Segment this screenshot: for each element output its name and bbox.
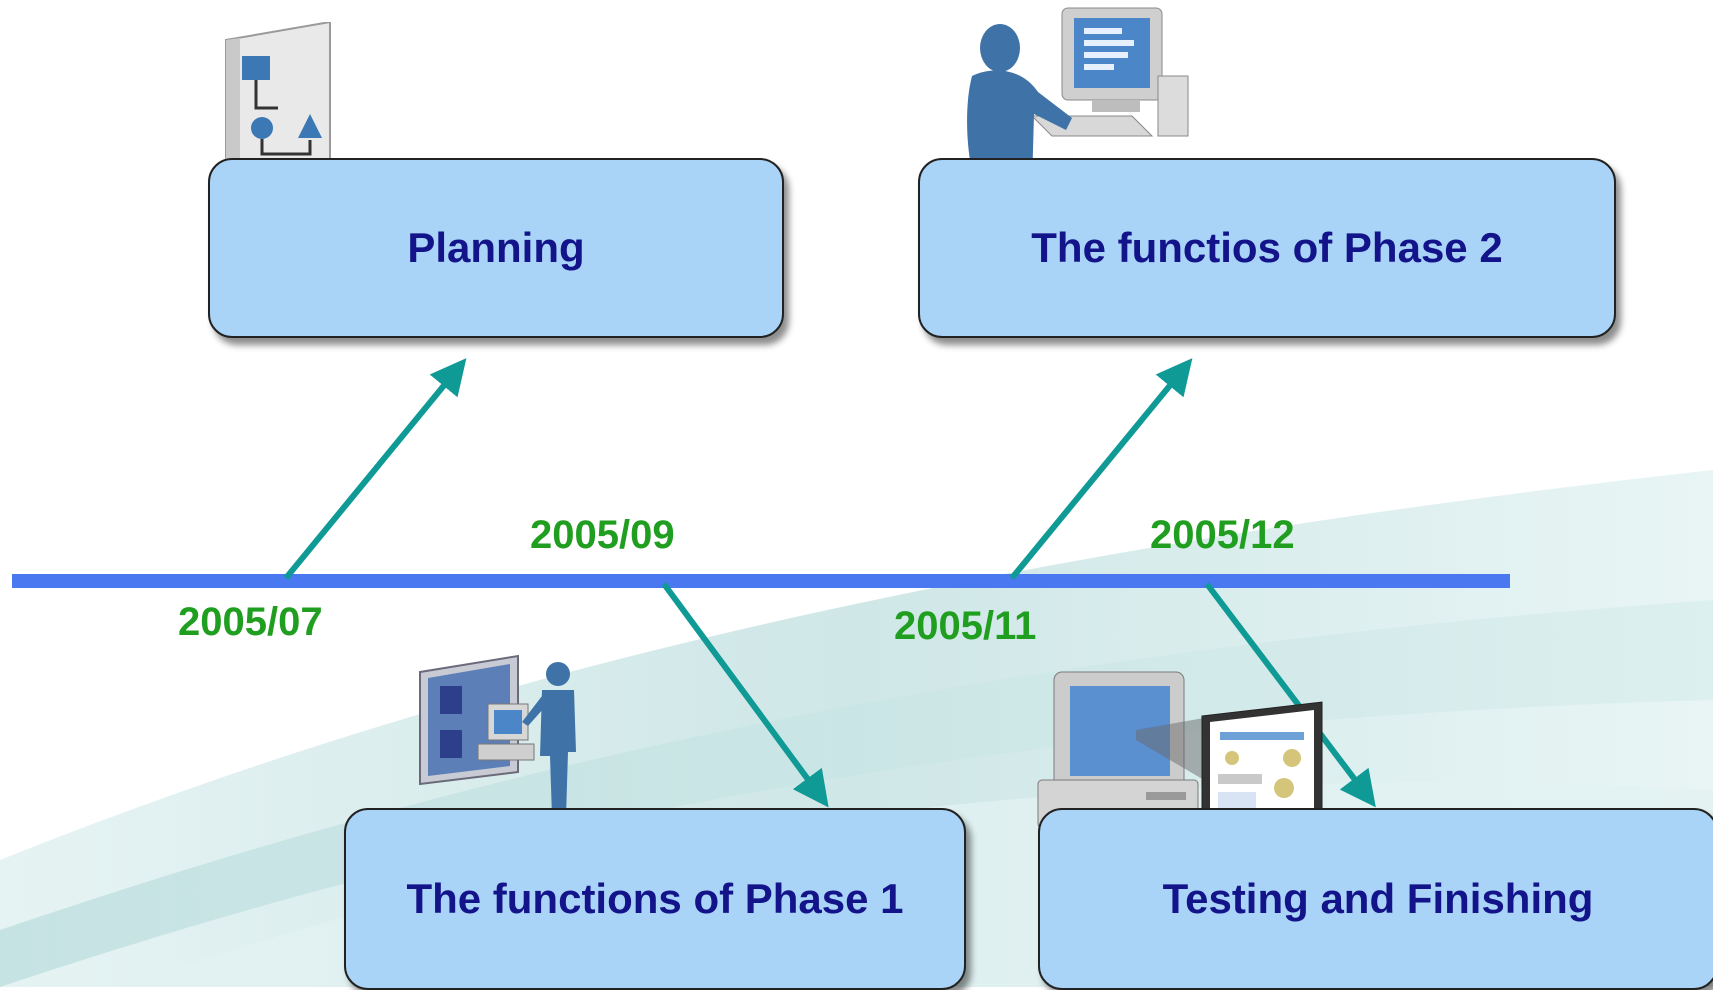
date-label-2005-12: 2005/12 bbox=[1150, 513, 1295, 557]
phase-label-phase-1: The functions of Phase 1 bbox=[406, 875, 904, 922]
phase-box-phase-2: The functios of Phase 2 bbox=[918, 158, 1616, 338]
date-label-2005-07: 2005/07 bbox=[178, 600, 323, 644]
user-presenting-screen-icon bbox=[419, 654, 576, 817]
arrow-to-phase-2 bbox=[1009, 358, 1193, 580]
date-label-2005-09: 2005/09 bbox=[530, 513, 675, 557]
arrow-to-testing bbox=[1204, 582, 1376, 808]
phase-box-testing: Testing and Finishing bbox=[1038, 808, 1713, 990]
phase-box-planning: Planning bbox=[208, 158, 784, 338]
user-at-computer-icon bbox=[967, 7, 1189, 186]
phase-label-phase-2: The functios of Phase 2 bbox=[1031, 224, 1503, 271]
phase-label-planning: Planning bbox=[407, 224, 585, 271]
phase-label-testing: Testing and Finishing bbox=[1162, 875, 1594, 922]
date-label-2005-11: 2005/11 bbox=[894, 604, 1037, 648]
arrow-to-planning bbox=[283, 358, 467, 580]
phase-box-phase-1: The functions of Phase 1 bbox=[344, 808, 966, 990]
arrow-to-phase-1 bbox=[661, 582, 829, 808]
